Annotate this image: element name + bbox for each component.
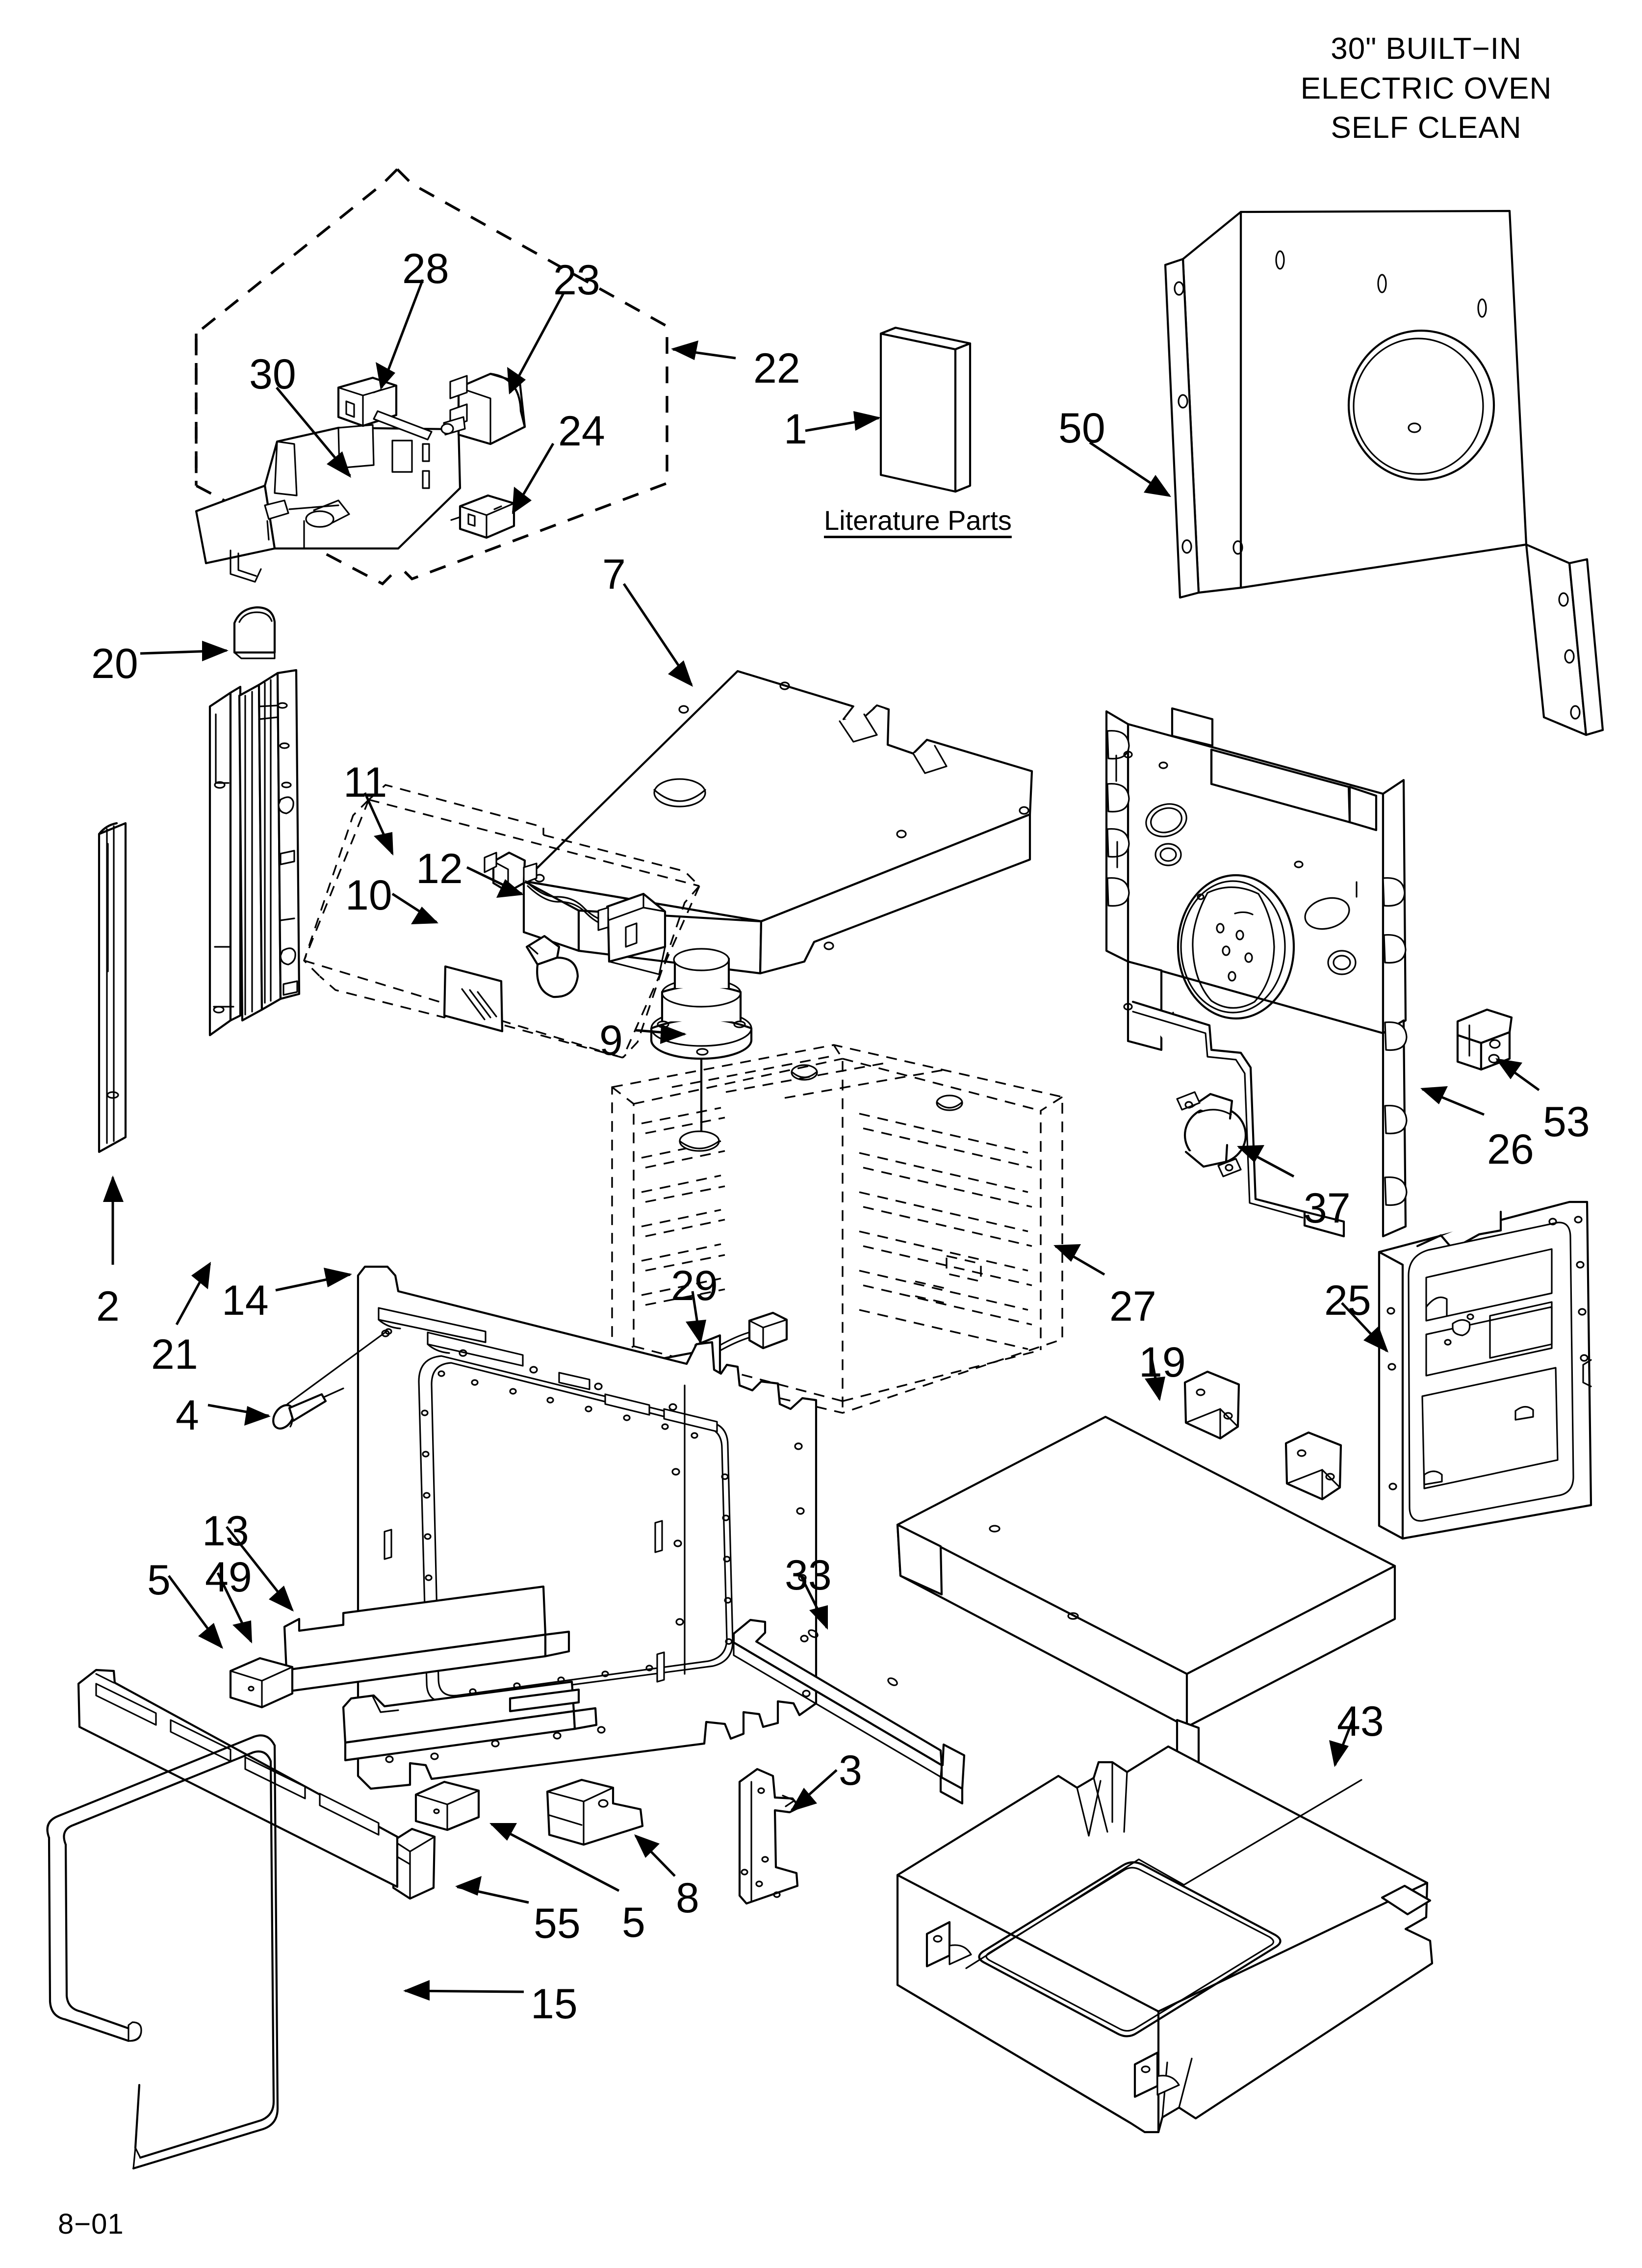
callout-25: 25	[1324, 1277, 1371, 1324]
part-21-side-rail	[208, 685, 242, 1037]
callout-5-b: 5	[622, 1899, 645, 1946]
part-24-switch	[450, 494, 515, 539]
part-4-screw-knob	[272, 1387, 344, 1430]
part-7-top-panel	[522, 670, 1033, 975]
callout-49: 49	[205, 1554, 252, 1601]
callout-13: 13	[202, 1508, 249, 1555]
callout-12: 12	[416, 845, 463, 892]
part-8-support-clip	[546, 1778, 644, 1846]
title-line-2: ELECTRIC OVEN	[1300, 71, 1552, 105]
part-28-relay-switch	[337, 376, 433, 441]
callout-28: 28	[402, 245, 449, 292]
part-27-oven-cavity	[611, 1044, 1063, 1414]
callout-29: 29	[671, 1262, 718, 1309]
callout-15: 15	[531, 1981, 578, 2028]
callout-9: 9	[599, 1017, 623, 1064]
part-30-control-bracket	[195, 424, 462, 583]
callout-20: 20	[91, 640, 138, 687]
callout-26: 26	[1487, 1126, 1534, 1173]
callout-53: 53	[1543, 1098, 1590, 1146]
part-21-side-rail-inner	[238, 669, 301, 1022]
title-line-1: 30" BUILT−IN	[1331, 32, 1522, 66]
callout-8: 8	[676, 1875, 699, 1922]
part-9-blower-motor	[650, 948, 753, 1139]
part-26-rear-bulkhead	[1105, 707, 1408, 1238]
part-23-timer-motor	[440, 372, 526, 445]
group-boundary-11	[303, 784, 700, 1059]
title-line-3: SELF CLEAN	[1331, 111, 1522, 145]
callout-10: 10	[345, 872, 392, 919]
part-3-bracket-small	[738, 1768, 801, 1905]
part-12-lamp-bulb	[525, 935, 579, 998]
part-13-vented-rail	[77, 1668, 399, 1888]
part-53-terminal-block	[1456, 1008, 1513, 1071]
callout-23: 23	[553, 257, 600, 304]
part-10-lamp-lens	[443, 965, 504, 1033]
part-2-trim-strip	[98, 822, 127, 1153]
callout-7: 7	[602, 551, 626, 598]
callout-4: 4	[176, 1392, 199, 1439]
part-25-rear-door-panel	[1378, 1200, 1592, 1540]
part-37-thermal-limiter	[1176, 1091, 1247, 1177]
part-14-front-frame	[357, 1265, 818, 1790]
callout-43: 43	[1337, 1698, 1384, 1745]
part-11-lamp-socket	[484, 851, 667, 975]
callout-5-a: 5	[147, 1557, 171, 1604]
page-footer-code: 8−01	[58, 2208, 124, 2240]
part-43-base-pan	[896, 1745, 1434, 2134]
part-4-leader-dot	[286, 1330, 387, 1405]
part-5-spacer-block-b	[414, 1780, 480, 1831]
callout-19: 19	[1139, 1339, 1186, 1386]
callout-37: 37	[1304, 1185, 1351, 1232]
callout-27: 27	[1109, 1283, 1156, 1330]
callout-3: 3	[839, 1747, 862, 1794]
callout-14: 14	[222, 1277, 269, 1324]
callout-24: 24	[558, 408, 605, 455]
callout-50: 50	[1058, 405, 1105, 452]
callout-2: 2	[96, 1283, 120, 1330]
callout-1: 1	[784, 406, 807, 453]
callout-22: 22	[753, 345, 800, 392]
callout-55: 55	[534, 1900, 581, 1947]
part-49-spacer-block	[229, 1657, 294, 1709]
callout-11: 11	[343, 759, 387, 806]
part-1-literature-sheet	[879, 326, 972, 493]
part-50-rear-cover-panel	[1164, 209, 1604, 736]
diagram-title: 30" BUILT−IN ELECTRIC OVEN SELF CLEAN	[1269, 29, 1583, 148]
part-19-bottom-shield	[896, 1370, 1396, 1777]
part-20-end-cap	[233, 606, 276, 659]
callout-33: 33	[785, 1552, 832, 1599]
callout-21: 21	[151, 1331, 198, 1378]
part-55-end-trim	[392, 1827, 436, 1900]
part-13-front-rail	[283, 1585, 598, 1762]
callout-30: 30	[249, 351, 296, 398]
literature-parts-caption: Literature Parts	[824, 505, 1012, 536]
part-29-latch-rod	[650, 1311, 788, 1387]
part-15-door-gasket	[46, 1734, 279, 2170]
